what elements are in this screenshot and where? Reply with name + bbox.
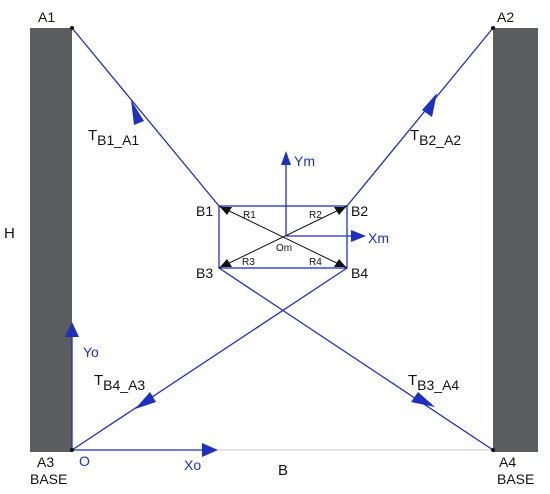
label-width: B xyxy=(278,462,288,479)
label-r3: R3 xyxy=(242,257,255,268)
xm-arrow xyxy=(351,230,366,242)
tension-b1-a1-main: T xyxy=(88,127,97,144)
label-base-right: BASE xyxy=(497,471,534,487)
tension-b3-a4-main: T xyxy=(408,372,417,389)
label-xm: Xm xyxy=(368,230,389,246)
r3-arrowhead xyxy=(220,259,232,267)
platform xyxy=(218,205,348,269)
cable-b3-a4 xyxy=(218,267,494,451)
label-height: H xyxy=(4,225,15,242)
anchor-a4 xyxy=(491,448,495,452)
r2-arrowhead xyxy=(334,207,346,215)
label-b3: B3 xyxy=(196,265,213,281)
label-b4: B4 xyxy=(351,265,368,281)
label-r2: R2 xyxy=(309,210,322,221)
tension-b4-a3-main: T xyxy=(94,372,103,389)
label-tension-b3-a4: TB3_A4 xyxy=(408,372,459,393)
label-r1: R1 xyxy=(243,210,256,221)
label-tension-b1-a1: TB1_A1 xyxy=(88,127,139,148)
label-a3: A3 xyxy=(37,454,54,470)
tension-b2-a2-main: T xyxy=(410,127,419,144)
r4-arrowhead xyxy=(334,259,346,267)
tension-b3-a4-sub: B3_A4 xyxy=(417,377,459,393)
label-b2: B2 xyxy=(351,203,368,219)
label-ym: Ym xyxy=(294,153,315,169)
label-om: Om xyxy=(276,243,292,254)
tension-b4-a3-sub: B4_A3 xyxy=(103,377,145,393)
label-a1: A1 xyxy=(38,9,55,25)
ym-arrow xyxy=(281,151,291,165)
xo-arrow xyxy=(202,443,218,457)
label-origin: O xyxy=(79,453,90,469)
label-base-left: BASE xyxy=(30,471,67,487)
cable-arrow-b1-a1 xyxy=(131,100,144,125)
anchor-a3 xyxy=(70,448,74,452)
label-r4: R4 xyxy=(309,257,322,268)
label-xo: Xo xyxy=(184,457,201,473)
cable-arrow-b4-a3 xyxy=(135,392,156,409)
label-a2: A2 xyxy=(497,9,514,25)
right-pillar xyxy=(493,28,538,452)
r1-arrowhead xyxy=(220,207,232,215)
left-pillar xyxy=(30,28,72,452)
yo-arrow xyxy=(65,322,79,337)
platform-diagonal-2 xyxy=(218,205,348,269)
cable-arrow-b2-a2 xyxy=(422,93,437,117)
tension-b2-a2-sub: B2_A2 xyxy=(419,132,461,148)
anchor-a2 xyxy=(491,26,495,30)
cable-b2-a2 xyxy=(346,27,494,207)
cable-b4-a3 xyxy=(71,267,348,451)
label-tension-b4-a3: TB4_A3 xyxy=(94,372,145,393)
cable-arrow-b3-a4 xyxy=(411,392,435,407)
label-b1: B1 xyxy=(196,203,213,219)
label-yo: Yo xyxy=(83,344,99,360)
tension-b1-a1-sub: B1_A1 xyxy=(97,132,139,148)
label-a4: A4 xyxy=(499,454,516,470)
label-tension-b2-a2: TB2_A2 xyxy=(410,127,461,148)
anchor-a1 xyxy=(70,26,74,30)
cable-b1-a1 xyxy=(71,27,220,207)
